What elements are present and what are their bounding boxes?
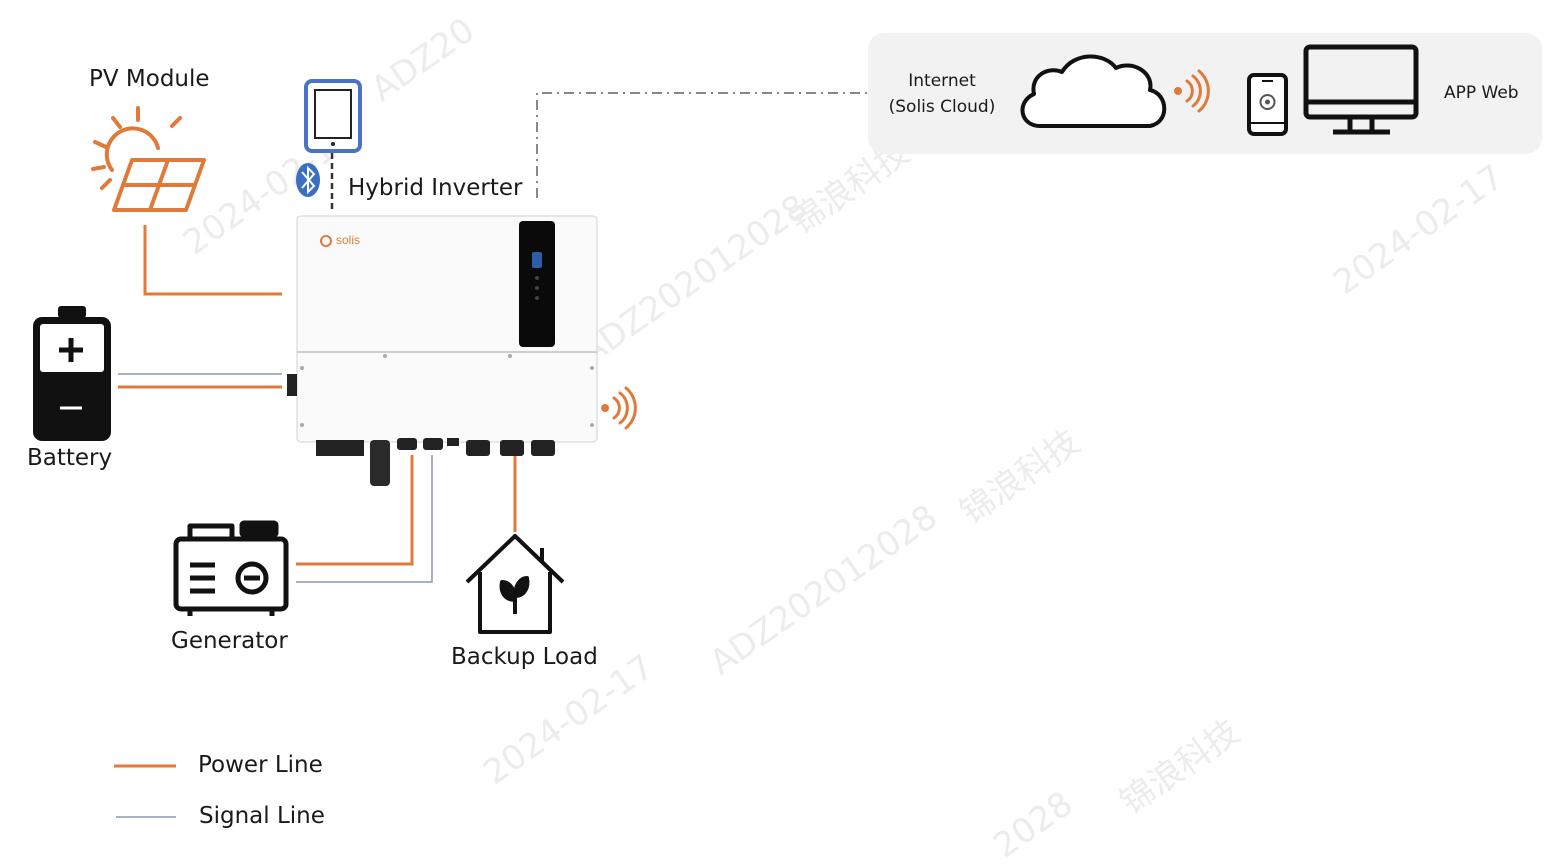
inverter-brand-logo: solis bbox=[336, 233, 361, 247]
pv-power-line bbox=[143, 225, 282, 296]
internet-label: Internet (Solis Cloud) bbox=[880, 68, 1004, 120]
monitor-icon bbox=[1303, 44, 1419, 135]
cloud-panel bbox=[868, 33, 1542, 154]
legend-signal-line-label: Signal Line bbox=[199, 803, 325, 829]
inverter-display-panel bbox=[519, 221, 555, 347]
hybrid-inverter-device bbox=[287, 215, 598, 486]
pv-module-label: PV Module bbox=[89, 66, 210, 92]
battery-icon bbox=[33, 306, 111, 441]
generator-power-line bbox=[296, 455, 414, 566]
sun-solar-panel-icon bbox=[91, 106, 206, 212]
power-lines bbox=[114, 225, 517, 768]
app-web-label: APP Web bbox=[1444, 83, 1519, 103]
hybrid-inverter-label: Hybrid Inverter bbox=[348, 175, 523, 201]
internet-line-2: (Solis Cloud) bbox=[888, 97, 996, 117]
internet-dashed-line bbox=[536, 92, 868, 198]
wifi-signal-icon bbox=[1174, 69, 1210, 113]
generator-signal-line bbox=[296, 455, 433, 583]
battery-label: Battery bbox=[27, 445, 113, 471]
house-plant-icon bbox=[465, 534, 565, 634]
legend-power-line-label: Power Line bbox=[198, 752, 323, 778]
wifi-signal-icon bbox=[601, 386, 637, 430]
generator-label: Generator bbox=[171, 628, 288, 654]
generator-icon bbox=[173, 520, 289, 616]
tablet-icon bbox=[304, 79, 362, 153]
internet-line-1: Internet bbox=[908, 71, 976, 91]
cloud-icon bbox=[1020, 54, 1167, 128]
backup-load-label: Backup Load bbox=[451, 644, 598, 670]
signal-lines bbox=[116, 373, 433, 818]
smartphone-icon bbox=[1247, 73, 1288, 136]
bluetooth-icon bbox=[296, 163, 320, 197]
